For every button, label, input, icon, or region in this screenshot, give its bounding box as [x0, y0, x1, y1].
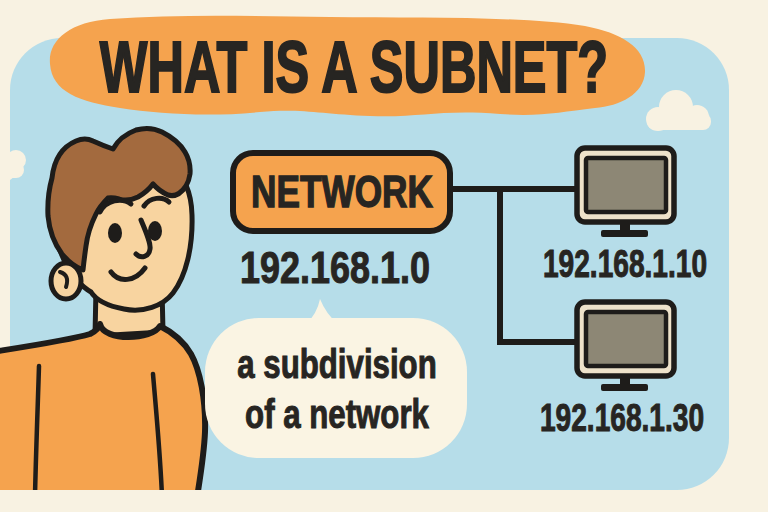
page-title: WHAT IS A SUBNET?	[100, 25, 608, 108]
monitor-icon	[577, 148, 674, 237]
speech-bubble-line2: of a network	[237, 389, 436, 439]
network-label: NETWORK	[251, 167, 433, 217]
device-ip-2: 192.168.1.30	[540, 397, 704, 440]
speech-bubble-line1: a subdivision	[237, 339, 436, 389]
person-eye-left	[108, 223, 122, 243]
speech-bubble-text: a subdivision of a network	[237, 339, 436, 439]
device-ip-1: 192.168.1.10	[543, 243, 707, 286]
person-shirt	[0, 324, 205, 504]
monitor-icon	[577, 302, 674, 391]
network-ip: 192.168.1.0	[240, 242, 430, 294]
